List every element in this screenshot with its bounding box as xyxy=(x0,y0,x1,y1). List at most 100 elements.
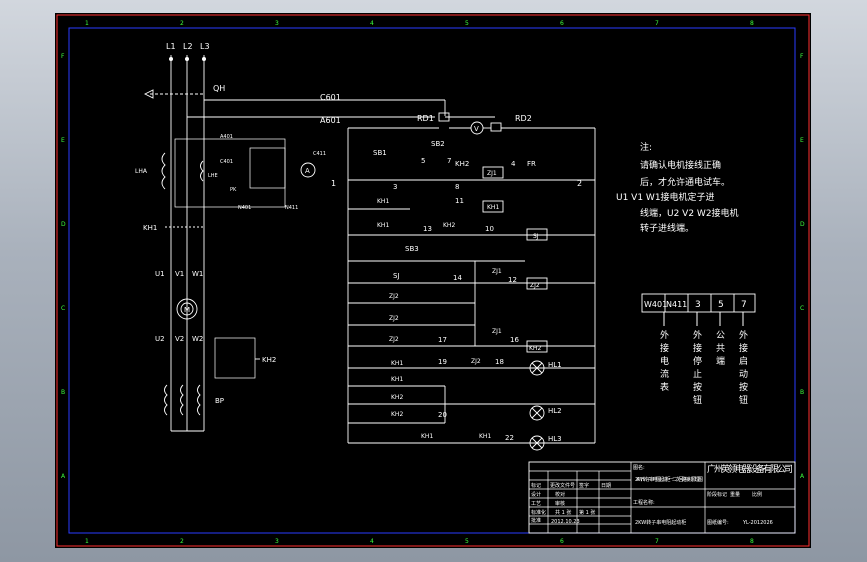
motor-icon xyxy=(176,298,198,320)
zone-number-bottom: 2 xyxy=(180,538,184,545)
zj2-contact-label: ZJ2 xyxy=(389,315,399,322)
node-label: 10 xyxy=(485,225,494,233)
wire-label: N401 xyxy=(238,205,251,211)
zone-number-top: 3 xyxy=(275,20,279,27)
fuse-rd2-icon xyxy=(490,122,502,132)
terminal-caption-char: 钮 xyxy=(693,394,702,406)
terminal-caption-char: 外 xyxy=(693,329,702,341)
terminal-caption-char: 接 xyxy=(693,342,702,354)
header-cell: 签字 xyxy=(579,482,589,489)
node-label: 16 xyxy=(510,336,519,344)
coil-kh1-icon xyxy=(482,200,504,213)
zj2-contact-label: ZJ2 xyxy=(389,336,399,343)
ct-box xyxy=(174,138,286,208)
zone-letter-left: D xyxy=(61,221,66,228)
kh2-main-label: KH2 xyxy=(262,356,276,364)
phase-l2-label: L2 xyxy=(183,42,193,51)
terminal-caption-char: 动 xyxy=(739,369,748,380)
node-label: 3 xyxy=(393,183,397,191)
notes-line: 线端，U2 V2 W2接电机 xyxy=(640,207,739,219)
zone-number-bottom: 5 xyxy=(465,538,469,545)
terminal-caption-char: 钮 xyxy=(739,394,748,406)
node-label: 4 xyxy=(511,160,516,168)
row-cell: 标准化 xyxy=(531,509,546,516)
zone-number-top: 7 xyxy=(655,20,659,27)
cabinet-name: 2KW转子串电阻起动柜 xyxy=(635,519,686,526)
header-cell: 更改文件号 xyxy=(550,482,575,489)
row-cell: 设计 xyxy=(531,491,541,498)
power-circuit: V A M xyxy=(143,55,596,443)
terminal-u1-label: U1 xyxy=(155,270,165,278)
phase-l1-label: L1 xyxy=(166,42,176,51)
zone-number-top: 4 xyxy=(370,20,374,27)
terminal-caption-char: 停 xyxy=(693,355,702,367)
node-1-label: 1 xyxy=(331,179,336,188)
row-cell: 工艺 xyxy=(531,501,541,507)
node-label: 5 xyxy=(421,157,425,165)
zone-letter-right: E xyxy=(800,137,804,144)
kh1-contact-label: KH1 xyxy=(391,376,403,383)
scale-cell: 重量 xyxy=(730,491,740,498)
ct-lha-coil-icon xyxy=(161,152,166,190)
company-name: 广州英领电器设备有限公司 xyxy=(707,463,793,475)
zone-number-top: 8 xyxy=(750,20,754,27)
ct-lhe-coil-icon xyxy=(200,160,204,182)
notes-line: 后，才允许通电试车。 xyxy=(640,176,730,188)
terminal-cell: 3 xyxy=(695,300,701,310)
terminal-cell: N411 xyxy=(666,300,687,309)
kh2-contact-label: KH2 xyxy=(391,411,403,418)
sj-contact-label: SJ xyxy=(393,272,400,280)
zj1-coil-label: ZJ1 xyxy=(487,170,497,177)
terminal-l2-icon xyxy=(185,57,189,61)
zj2-contact-label: ZJ2 xyxy=(471,358,481,365)
row-cell: 审核 xyxy=(555,500,565,507)
terminal-u2-label: U2 xyxy=(155,335,165,343)
scale-cell: 比例 xyxy=(752,491,762,498)
sb3-label: SB3 xyxy=(405,245,419,253)
node-label: 20 xyxy=(438,411,447,419)
terminal-caption-char: 接 xyxy=(660,342,669,354)
wire-label: C411 xyxy=(313,151,326,157)
terminal-v1-label: V1 xyxy=(175,270,184,278)
zone-letter-right: A xyxy=(800,473,805,480)
terminal-w2-label: W2 xyxy=(192,335,203,343)
line-c601-label: C601 xyxy=(320,93,341,102)
hl2-label: HL2 xyxy=(548,407,562,415)
sb1-label: SB1 xyxy=(373,149,387,157)
project-label: 工程名称: xyxy=(633,499,655,506)
terminal-caption-char: 端 xyxy=(716,355,725,367)
wire-label: C401 xyxy=(220,159,233,165)
motor-label: M xyxy=(184,306,190,314)
terminal-caption-char: 启 xyxy=(739,355,748,367)
breaker-handle-icon xyxy=(143,89,154,99)
node-label: 19 xyxy=(438,358,447,366)
header-cell: 标记 xyxy=(531,482,541,489)
ct-lhe-label: LHE xyxy=(208,173,218,179)
terminal-caption-char: 止 xyxy=(693,368,702,380)
resistor-bp-label: BP xyxy=(215,397,224,405)
zone-number-bottom: 4 xyxy=(370,538,374,545)
notes-title: 注: xyxy=(640,141,652,153)
coil-zj1-icon xyxy=(482,166,504,179)
zone-letter-right: F xyxy=(800,53,804,60)
outer-frame xyxy=(56,14,810,547)
node-label: 7 xyxy=(447,157,451,165)
sheet-label: 第 1 张 xyxy=(579,509,595,516)
notes-line: U1 V1 W1接电机定子进 xyxy=(616,191,715,203)
zj2-coil-label: ZJ2 xyxy=(530,282,540,289)
node-label: 8 xyxy=(455,183,459,191)
sb2-label: SB2 xyxy=(431,140,445,148)
terminal-caption-char: 按 xyxy=(693,381,702,393)
zone-number-bottom: 8 xyxy=(750,538,754,545)
kh1-aux-label: KH1 xyxy=(377,198,389,205)
kh1-coil-label: KH1 xyxy=(487,204,499,211)
zone-letter-left: F xyxy=(61,53,65,60)
terminal-cell: 7 xyxy=(741,300,747,310)
node-label: 11 xyxy=(455,197,464,205)
zone-letter-left: C xyxy=(61,305,65,312)
wire-label: N411 xyxy=(285,205,298,211)
zone-number-bottom: 6 xyxy=(560,538,564,545)
